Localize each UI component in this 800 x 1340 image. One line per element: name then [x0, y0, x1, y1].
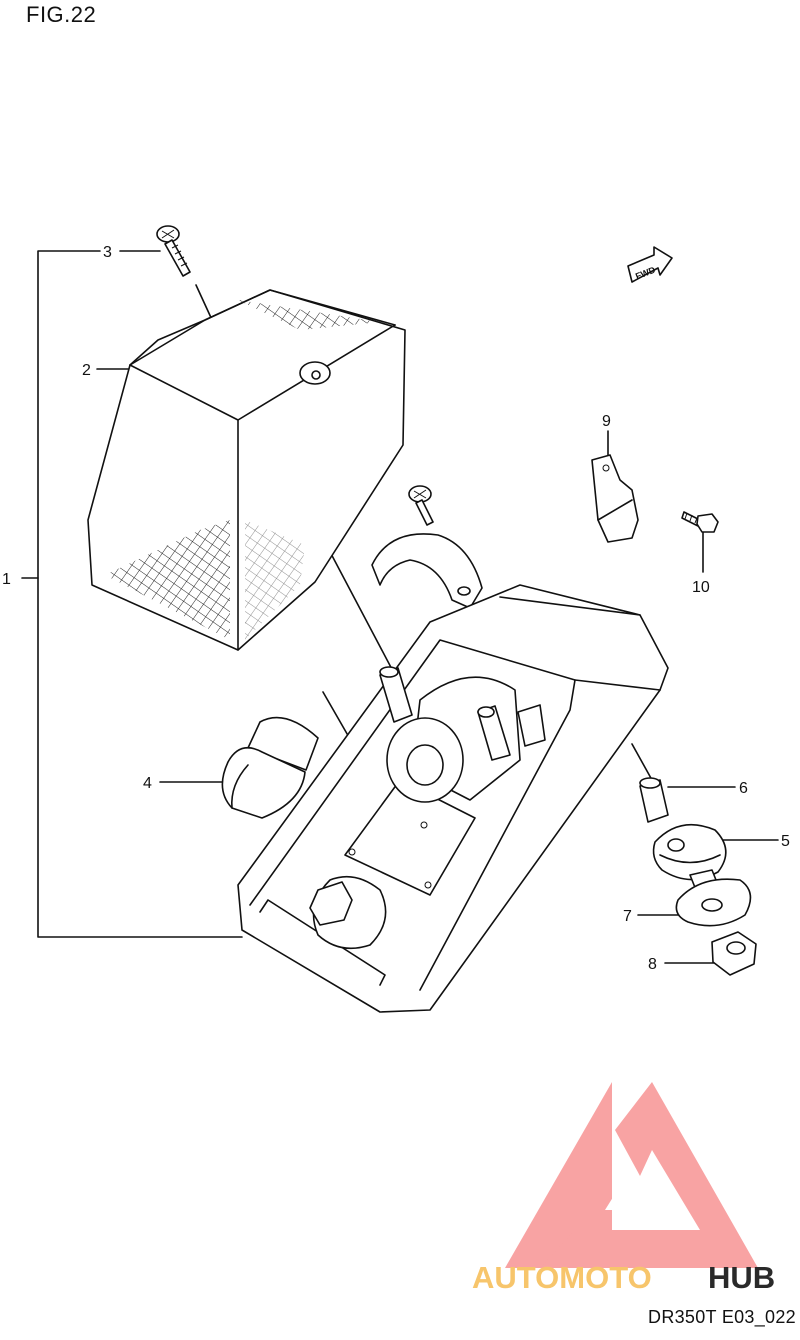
diagram-reference-code: DR350T E03_022: [648, 1307, 796, 1327]
callout-5: 5: [781, 833, 790, 850]
guide-screw-to-lens: [195, 284, 214, 323]
callout-2: 2: [82, 362, 91, 379]
lens-screw: [156, 225, 191, 277]
watermark-brand-part1: AUTOMOTO: [472, 1260, 652, 1295]
mounting-bolt: [681, 511, 719, 533]
callout-10: 10: [692, 579, 710, 596]
bulb: [221, 716, 319, 819]
terminal-connector: [591, 454, 639, 543]
watermark-logo: [505, 1082, 758, 1268]
rubber-grommet: [652, 823, 727, 891]
guide-collar: [631, 743, 653, 781]
lamp-housing: [237, 584, 669, 1013]
item-1-bracket: [37, 250, 243, 938]
callout-6: 6: [739, 780, 748, 797]
callout-3: 3: [103, 244, 112, 261]
clamp-strap: [371, 485, 483, 609]
forward-direction-arrow: FWD: [627, 246, 673, 283]
callout-4: 4: [143, 775, 152, 792]
callout-9: 9: [602, 413, 611, 430]
callout-7: 7: [623, 908, 632, 925]
collar: [639, 777, 669, 823]
lens-cover: [87, 289, 406, 651]
figure-title: FIG.22: [26, 2, 97, 27]
guide-lens-to-housing: [327, 547, 396, 676]
watermark-brand-part2: HUB: [708, 1260, 775, 1295]
callout-8: 8: [648, 956, 657, 973]
callout-1: 1: [2, 571, 11, 588]
washer: [675, 878, 752, 927]
nut: [711, 931, 757, 976]
